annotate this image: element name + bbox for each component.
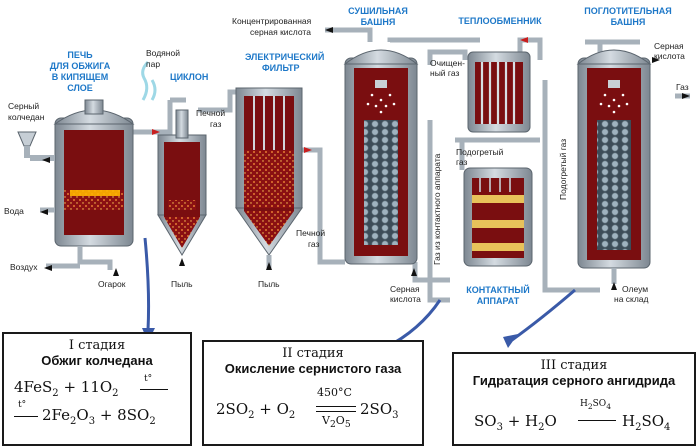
acid-out-label-2: кислота — [390, 294, 421, 304]
gas-out-label: Газ — [676, 82, 689, 92]
furnace-label-3: В КИПЯЩЕМ — [52, 72, 109, 82]
cyclone-label: ЦИКЛОН — [170, 72, 208, 82]
oleum-label-1: Олеум — [622, 284, 648, 294]
furnace-label-1: ПЕЧЬ — [67, 50, 93, 60]
stage-1-title: Обжиг колчедана — [41, 353, 153, 368]
drying-tower-label-1: СУШИЛЬНАЯ — [348, 6, 408, 16]
absorption-tower-label-1: ПОГЛОТИТЕЛЬНАЯ — [584, 6, 671, 16]
heated-gas-label-2: газ — [456, 157, 468, 167]
air-label: Воздух — [10, 262, 38, 272]
stage-3-cond-above: H2SO4 — [580, 399, 611, 411]
heated-gas-label-1: Подогретый — [456, 147, 504, 157]
purified-gas-label-1: Очищен- — [430, 58, 465, 68]
absorption-tower-label-2: БАШНЯ — [611, 17, 646, 27]
pyrite-label-1: Серный — [8, 101, 39, 111]
drying-tower — [343, 49, 419, 265]
flow-arrows — [40, 27, 690, 290]
conc-acid-label-1: Концентрированная — [232, 16, 312, 26]
water-vapor-label-2: пар — [146, 59, 160, 69]
cyclone — [141, 60, 207, 256]
stage-3-eq-right: H2SO4 — [622, 412, 671, 433]
heated-gas-vertical-label: Подогретый газ — [558, 139, 568, 200]
stage-2-box: II стадия Окисление сернистого газа 2SO2… — [202, 340, 424, 446]
gas-from-contact-label: Газ из контактного аппарата — [432, 153, 442, 265]
conc-acid-label-2: серная кислота — [250, 27, 311, 37]
stage-1-cond-2: t° — [18, 400, 27, 410]
stage-3-number: III стадия — [540, 358, 608, 373]
stage-2-cond-above: 450°C — [317, 386, 352, 399]
absorption-tower — [576, 49, 652, 284]
water-label: Вода — [4, 206, 24, 216]
stage-2-title: Окисление сернистого газа — [224, 361, 402, 376]
stage-1-arrow-2 — [14, 416, 38, 417]
furnace-gas-label-1b: газ — [210, 119, 222, 129]
pyrite-label-2: колчедан — [8, 112, 45, 122]
electric-filter-label-1: ЭЛЕКТРИЧЕСКИЙ — [245, 51, 324, 62]
stage-3-eq-left: SO3 + H2O — [474, 412, 557, 433]
heat-exchanger — [467, 51, 531, 133]
stage-2-number: II стадия — [282, 346, 344, 361]
contact-apparatus-label-2: АППАРАТ — [477, 296, 520, 306]
purified-gas-label-2: ный газ — [430, 68, 459, 78]
stage-3-title: Гидратация серного ангидрида — [472, 373, 676, 388]
furnace-label-4: СЛОЕ — [67, 83, 93, 93]
stage-2-cond-below: V2O5 — [322, 414, 351, 431]
water-vapor-label-1: Водяной — [146, 48, 180, 58]
heat-exchanger-label: ТЕПЛООБМЕННИК — [458, 16, 542, 26]
stage-1-eq-line2: 2Fe2O3 + 8SO2 — [42, 406, 156, 427]
cinder-label: Огарок — [98, 279, 126, 289]
stage-2-arrow-fwd — [316, 406, 356, 407]
acid-out-label-1: Серная — [390, 284, 420, 294]
oleum-label-2: на склад — [614, 294, 649, 304]
pipes — [122, 27, 690, 303]
acid-in-label-2: кислота — [654, 51, 685, 61]
stage-2-eq-right: 2SO3 — [360, 400, 399, 421]
furnace-gas-label-2b: газ — [308, 239, 320, 249]
stage-3-box: III стадия Гидратация серного ангидрида … — [452, 352, 696, 446]
stage-2-eq-left: 2SO2 + O2 — [216, 400, 296, 421]
stage-1-number: I стадия — [68, 338, 126, 353]
furnace — [17, 99, 135, 270]
furnace-gas-label-1a: Печной — [196, 108, 225, 118]
contact-apparatus — [463, 167, 533, 267]
dust-label-1: Пыль — [171, 279, 193, 289]
contact-apparatus-label-1: КОНТАКТНЫЙ — [466, 284, 529, 295]
stage-1-cond-1: t° — [144, 374, 153, 384]
dust-label-2: Пыль — [258, 279, 280, 289]
stage-2-arrow-back — [316, 411, 356, 412]
furnace-label-2: ДЛЯ ОБЖИГА — [50, 61, 111, 71]
stage-1-arrow-1 — [140, 389, 168, 390]
stage-1-box: I стадия Обжиг колчедана 4FeS2 + 11O2 t°… — [2, 332, 192, 446]
stage-1-eq-line1: 4FeS2 + 11O2 — [14, 378, 119, 399]
stage-3-arrow — [578, 420, 616, 421]
drying-tower-label-2: БАШНЯ — [361, 17, 396, 27]
electric-filter — [235, 87, 303, 268]
furnace-gas-label-2a: Печной — [296, 228, 325, 238]
electric-filter-label-2: ФИЛЬТР — [262, 63, 300, 73]
acid-in-label-1: Серная — [654, 41, 684, 51]
